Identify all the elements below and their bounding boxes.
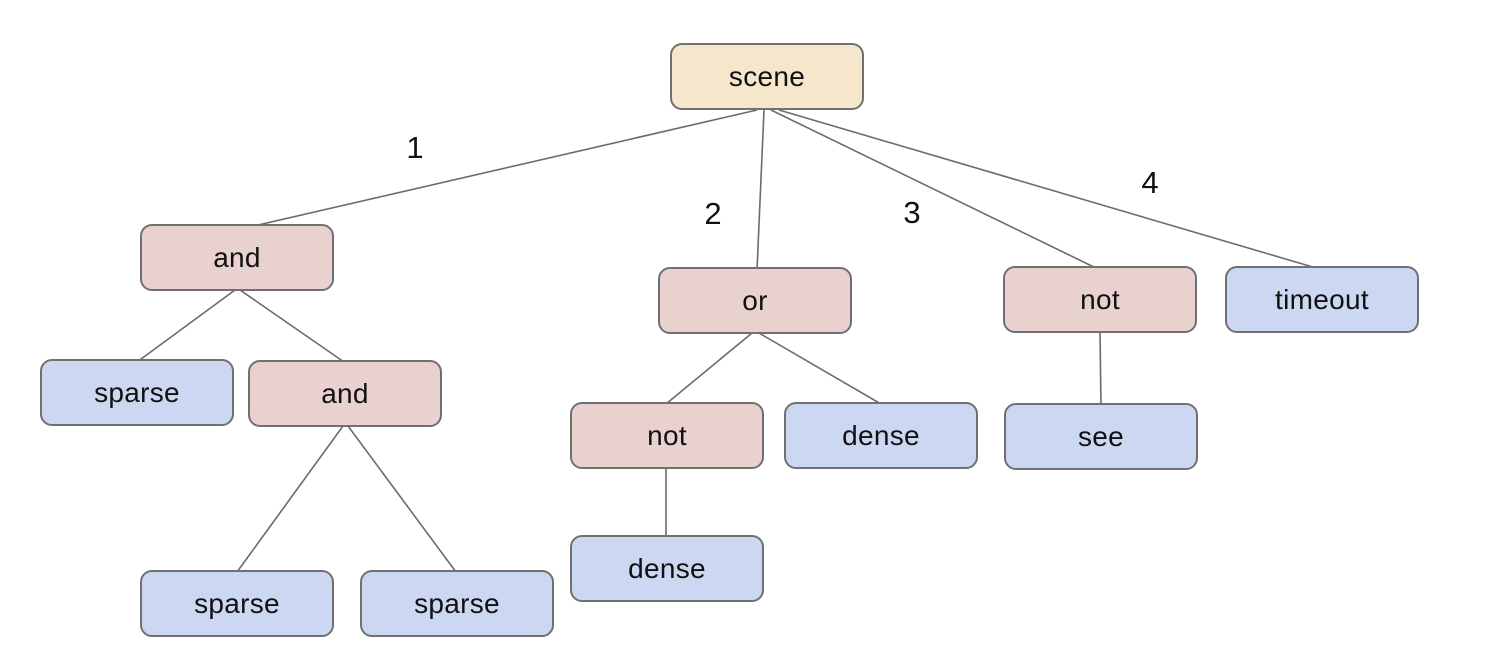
node-not-1-label: not	[1080, 283, 1120, 315]
edge-not-see	[1099, 330, 1102, 407]
node-and-2: and	[248, 360, 442, 427]
node-not-1: not	[1003, 266, 1197, 333]
node-sparse-3: sparse	[360, 570, 554, 637]
node-not-2-label: not	[647, 419, 687, 451]
node-not-2: not	[570, 402, 764, 469]
node-or-1-label: or	[742, 284, 768, 316]
edge-scene-not	[770, 109, 1101, 271]
edge-scene-timeout	[778, 109, 1324, 271]
node-sparse-2: sparse	[140, 570, 334, 637]
edge-label-1: 1	[406, 130, 424, 165]
node-or-1: or	[658, 267, 852, 334]
edge-scene-and	[244, 109, 758, 229]
node-dense-1: dense	[784, 402, 978, 469]
edge-and2-sparse-l	[236, 425, 344, 573]
node-scene-label: scene	[728, 60, 806, 92]
edge-label-4: 4	[1141, 165, 1159, 200]
edge-label-2: 2	[704, 196, 722, 231]
edge-label-3: 3	[903, 195, 921, 230]
node-and-2-label: and	[321, 377, 369, 409]
node-dense-2-label: dense	[628, 552, 706, 584]
edge-or-dense	[758, 332, 882, 405]
node-see-1-label: see	[1077, 420, 1125, 452]
edge-and2-sparse-r	[347, 425, 457, 573]
node-scene: scene	[670, 43, 864, 110]
edge-and-sparse	[136, 289, 236, 363]
node-timeout-1-label: timeout	[1275, 283, 1369, 315]
node-see-1: see	[1004, 403, 1198, 470]
node-sparse-1: sparse	[40, 359, 234, 426]
node-and-1-label: and	[213, 241, 261, 273]
node-sparse-2-label: sparse	[194, 587, 280, 619]
node-dense-1-label: dense	[842, 419, 920, 451]
node-sparse-3-label: sparse	[414, 587, 500, 619]
edge-or-not	[665, 332, 753, 405]
node-sparse-1-label: sparse	[94, 376, 180, 408]
edge-scene-or	[756, 109, 765, 271]
node-timeout-1: timeout	[1225, 266, 1419, 333]
edge-and-and	[239, 289, 345, 363]
node-and-1: and	[140, 224, 334, 291]
node-dense-2: dense	[570, 535, 764, 602]
